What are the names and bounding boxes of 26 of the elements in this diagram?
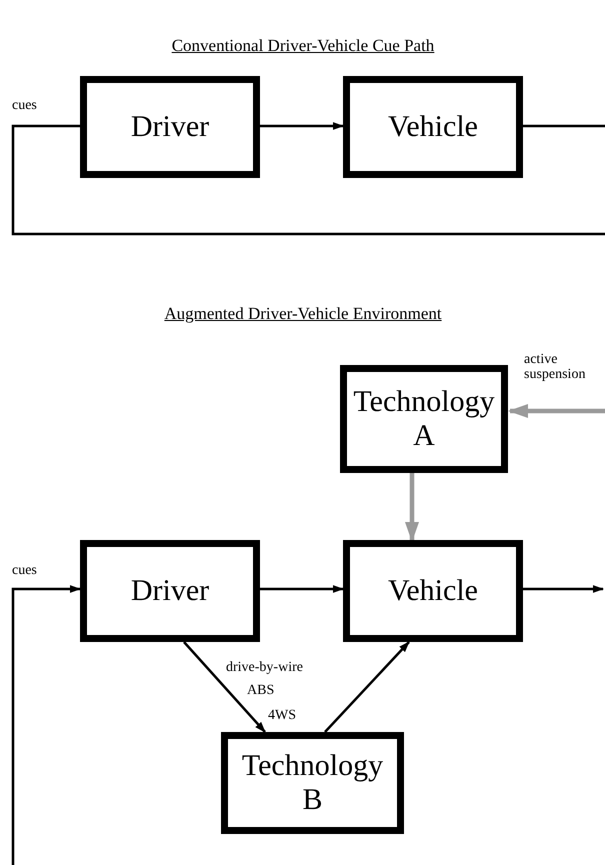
arrow: [260, 585, 344, 593]
process-box: [80, 540, 260, 642]
arrow: [324, 641, 410, 733]
arrow: [508, 404, 605, 418]
box-label: Vehicle: [388, 574, 478, 608]
process-box: [80, 76, 260, 178]
arrow: [260, 122, 344, 130]
arrow: [183, 641, 266, 733]
technology-label: drive-by-wire: [226, 660, 303, 676]
process-box: [340, 365, 508, 473]
connector-line: [12, 124, 605, 236]
section-heading: Augmented Driver-Vehicle Environment: [164, 304, 442, 324]
process-box: [343, 76, 523, 178]
box-label: Vehicle: [388, 110, 478, 144]
arrow: [12, 585, 82, 865]
technology-label: 4WS: [268, 708, 296, 724]
arrow: [523, 585, 604, 593]
box-label: Driver: [130, 574, 210, 608]
arrow: [404, 473, 420, 542]
process-box: [221, 732, 404, 834]
box-label: Technology A: [353, 384, 495, 454]
process-box: [343, 540, 523, 642]
technology-label: ABS: [247, 683, 274, 700]
box-label: Driver: [130, 110, 210, 144]
box-label: Technology B: [240, 748, 384, 818]
section-heading: Conventional Driver-Vehicle Cue Path: [172, 36, 434, 56]
